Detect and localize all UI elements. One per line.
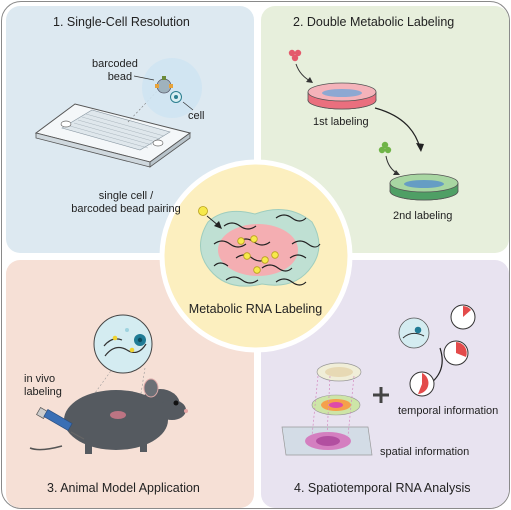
invivo-label: in vivo labeling	[24, 373, 62, 399]
bead-label-line1: barcoded	[92, 58, 138, 70]
bead-cell-magnifier-icon	[142, 58, 202, 118]
clock-icon-1	[450, 304, 476, 330]
center-circle	[159, 159, 353, 353]
panel2-title: 2. Double Metabolic Labeling	[293, 15, 455, 29]
metabolite-yellow-icon	[198, 206, 222, 229]
plus-icon	[373, 387, 389, 403]
second-labeling-label: 2nd labeling	[393, 210, 453, 222]
panel3-title: 3. Animal Model Application	[47, 481, 200, 495]
metabolite-dots-green-icon	[378, 141, 392, 154]
temporal-info-label: temporal information	[398, 405, 499, 417]
pairing-label-line2: barcoded bead pairing	[71, 203, 181, 215]
metabolite-dots-red-icon	[288, 49, 302, 62]
cell-magnifier-small-icon	[398, 317, 430, 349]
tissue-stack-icon	[281, 362, 373, 456]
clock-icon-3	[409, 371, 435, 397]
syringe-icon	[36, 407, 85, 440]
cell-label: cell	[188, 110, 205, 122]
petri-dish-first-icon	[307, 82, 377, 110]
microfluidic-chip-icon	[34, 103, 192, 168]
first-labeling-label: 1st labeling	[313, 116, 369, 128]
panel1-title: 1. Single-Cell Resolution	[53, 15, 190, 29]
mouse-icon	[29, 378, 188, 454]
bead-label-line2: bead	[107, 71, 133, 83]
invivo-label-line1: in vivo	[24, 373, 56, 385]
invivo-label-line2: labeling	[24, 386, 62, 398]
tissue-magnifier-icon	[93, 314, 153, 374]
pairing-label-line1: single cell /	[98, 190, 154, 202]
panel4-title: 4. Spatiotemporal RNA Analysis	[294, 481, 471, 495]
pairing-label: single cell / barcoded bead pairing	[0, 190, 252, 216]
petri-dish-second-icon	[389, 173, 459, 201]
spatial-info-label: spatial information	[380, 446, 470, 458]
bead-label: barcoded bead	[92, 58, 138, 84]
center-title: Metabolic RNA Labeling	[188, 302, 323, 316]
clock-icon-2	[443, 340, 469, 366]
